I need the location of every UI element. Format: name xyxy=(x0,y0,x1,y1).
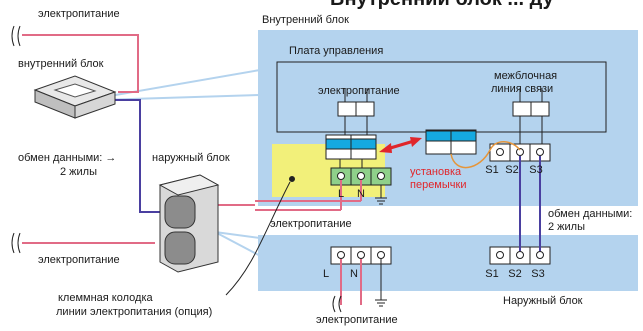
jumper-block xyxy=(425,129,477,155)
left-comm-wiring xyxy=(108,99,160,213)
interblock-label-2: линия связи xyxy=(491,83,554,95)
board-wires xyxy=(339,88,543,205)
indoor-block-header: Внутренний блок xyxy=(262,14,349,26)
page-title-fragment: Внутренний блок ... ду xyxy=(330,0,554,11)
terminal-block-note-2: линии электропитания (опция) xyxy=(56,306,213,318)
power-mid-label: электропитание xyxy=(270,218,352,230)
power-bottom-label: электропитание xyxy=(316,314,398,326)
jumper-arrow xyxy=(379,137,422,153)
indoor-terminal-s1: S1 xyxy=(485,164,499,176)
data-exchange-left-wires: 2 жилы xyxy=(60,166,98,178)
power-relay-block xyxy=(325,134,377,160)
board-power-label: электропитание xyxy=(318,85,400,97)
interblock-label-1: межблочная xyxy=(494,70,558,82)
control-board-label: Плата управления xyxy=(289,45,384,57)
jumper-label-1: установка xyxy=(410,166,462,178)
outdoor-terminal-l: L xyxy=(322,268,330,280)
control-board xyxy=(276,61,607,133)
left-power-wiring xyxy=(22,34,155,244)
indoor-comm-terminals xyxy=(489,143,551,162)
indoor-unit-left-label: внутренний блок xyxy=(18,58,104,70)
indoor-projection xyxy=(97,69,261,99)
outdoor-projection xyxy=(214,231,269,261)
jumper-label-2: перемычки xyxy=(410,179,467,191)
indoor-terminal-s3: S3 xyxy=(529,164,543,176)
power-bottom-left-label: электропитание xyxy=(38,254,120,266)
outdoor-unit-image xyxy=(158,174,220,273)
outdoor-block-panel xyxy=(258,235,638,291)
outdoor-comm-terminals xyxy=(489,246,551,265)
note-pointer xyxy=(225,176,295,296)
power-wires-pink xyxy=(255,180,362,305)
terminal-block-note-1: клеммная колодка xyxy=(58,292,153,304)
data-exchange-right-wires: 2 жилы xyxy=(548,221,586,233)
data-exchange-right-label: обмен данными: xyxy=(548,208,633,220)
comm-wires-blue xyxy=(519,156,541,251)
cable-break-marks xyxy=(11,25,342,313)
outdoor-projection xyxy=(214,231,261,239)
indoor-terminal-l: L xyxy=(337,188,345,200)
outdoor-unit-left-label: наружный блок xyxy=(152,152,230,164)
outdoor-terminal-s3: S3 xyxy=(531,268,545,280)
board-comm-connector xyxy=(512,101,550,117)
indoor-unit-image xyxy=(33,75,117,119)
power-top-left-label: электропитание xyxy=(38,8,120,20)
outdoor-terminal-s2: S2 xyxy=(508,268,522,280)
outdoor-terminal-n: N xyxy=(350,268,358,280)
outdoor-ground xyxy=(375,259,387,307)
outdoor-terminal-s1: S1 xyxy=(485,268,499,280)
outdoor-block-header: Наружный блок xyxy=(503,295,583,307)
indoor-terminal-s2: S2 xyxy=(505,164,519,176)
indoor-terminal-n: N xyxy=(357,188,365,200)
jumper-wire xyxy=(450,141,521,169)
data-exchange-left-label: обмен данными: → xyxy=(18,152,117,164)
board-power-connector xyxy=(337,101,375,117)
